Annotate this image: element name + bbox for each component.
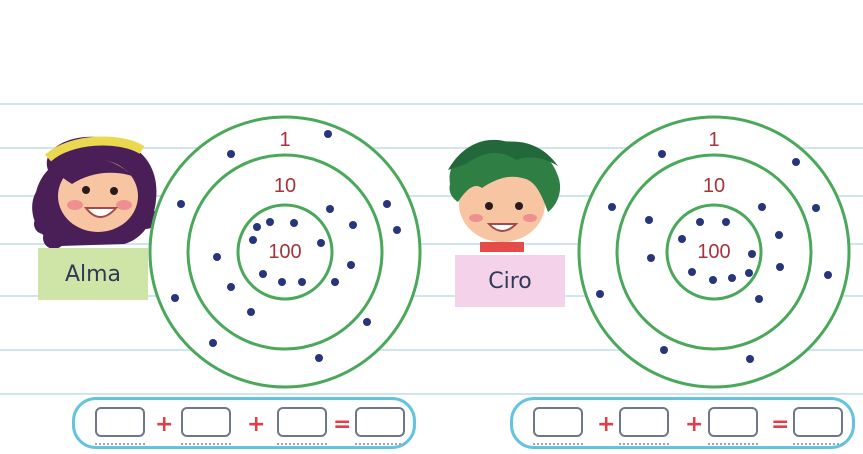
alma-ten-dot <box>253 223 261 231</box>
alma-plus-sign-1: + <box>155 412 174 437</box>
ciro-hundred-dot <box>678 235 686 243</box>
alma-ten-dot <box>347 261 355 269</box>
alma-hundred-dot <box>249 236 257 244</box>
alma-one-dot <box>209 339 217 347</box>
ciro-plus-sign-2: + <box>685 412 704 437</box>
ciro-hundreds-label: 100 <box>697 241 730 263</box>
alma-hundreds-label: 100 <box>268 241 301 263</box>
alma-one-dot <box>227 150 235 158</box>
alma-one-dot <box>393 226 401 234</box>
ciro-equals-sign: = <box>771 412 790 437</box>
alma-hundred-dot <box>290 219 298 227</box>
ciro-ten-dot <box>745 269 753 277</box>
ciro-hundred-dot <box>728 274 736 282</box>
ciro-ten-dot <box>755 295 763 303</box>
ciro-one-dot <box>596 290 604 298</box>
ciro-hundred-dot <box>709 276 717 284</box>
ciro-one-dot <box>792 158 800 166</box>
ciro-plus-sign-1: + <box>597 412 616 437</box>
alma-ten-dot <box>326 205 334 213</box>
ciro-one-dot <box>746 355 754 363</box>
ciro-hundred-dot <box>748 250 756 258</box>
alma-one-dot <box>324 130 332 138</box>
alma-one-dot <box>177 200 185 208</box>
ciro-hundred-dot <box>688 268 696 276</box>
ciro-equation: + + = <box>510 397 855 449</box>
ciro-name-label: Ciro <box>455 255 565 307</box>
alma-answer-box-1[interactable] <box>95 407 145 445</box>
alma-ten-dot <box>213 253 221 261</box>
ciro-one-dot <box>608 203 616 211</box>
alma-one-dot <box>315 354 323 362</box>
ciro-one-dot <box>660 346 668 354</box>
alma-ones-label: 1 <box>279 129 290 151</box>
alma-answer-box-3[interactable] <box>277 407 327 445</box>
alma-hundred-dot <box>298 278 306 286</box>
alma-avatar <box>32 136 157 249</box>
alma-hundred-dot <box>266 218 274 226</box>
ciro-one-dot <box>824 271 832 279</box>
ciro-answer-box-1[interactable] <box>533 407 583 445</box>
ciro-answer-box-2[interactable] <box>619 407 669 445</box>
ciro-hundred-dot <box>696 218 704 226</box>
alma-one-dot <box>363 318 371 326</box>
alma-hundred-dot <box>317 239 325 247</box>
ciro-answer-box-3[interactable] <box>708 407 758 445</box>
ciro-tens-label: 10 <box>703 175 725 197</box>
ciro-ten-dot <box>775 231 783 239</box>
ciro-one-dot <box>658 150 666 158</box>
alma-ten-dot <box>331 278 339 286</box>
ciro-place-value-target: 1 10 100 <box>577 115 851 389</box>
alma-plus-sign-2: + <box>247 412 266 437</box>
ciro-ones-label: 1 <box>708 129 719 151</box>
alma-name-label: Alma <box>38 248 148 300</box>
ciro-avatar <box>448 139 561 252</box>
alma-equation: + + = <box>72 397 416 449</box>
alma-answer-box-2[interactable] <box>181 407 231 445</box>
alma-tens-label: 10 <box>274 175 296 197</box>
ciro-ten-dot <box>758 203 766 211</box>
alma-ten-dot <box>247 308 255 316</box>
alma-place-value-target: 1 10 100 <box>148 115 422 389</box>
alma-ten-dot <box>227 283 235 291</box>
alma-hundred-dot <box>278 278 286 286</box>
ciro-answer-box-total[interactable] <box>793 407 843 445</box>
alma-one-dot <box>171 294 179 302</box>
ciro-ten-dot <box>776 263 784 271</box>
ciro-one-dot <box>812 204 820 212</box>
ciro-ten-dot <box>647 254 655 262</box>
alma-equals-sign: = <box>333 412 352 437</box>
ciro-ten-dot <box>645 216 653 224</box>
alma-one-dot <box>383 200 391 208</box>
alma-answer-box-total[interactable] <box>355 407 405 445</box>
alma-hundred-dot <box>259 270 267 278</box>
alma-ten-dot <box>349 221 357 229</box>
ciro-hundred-dot <box>722 218 730 226</box>
